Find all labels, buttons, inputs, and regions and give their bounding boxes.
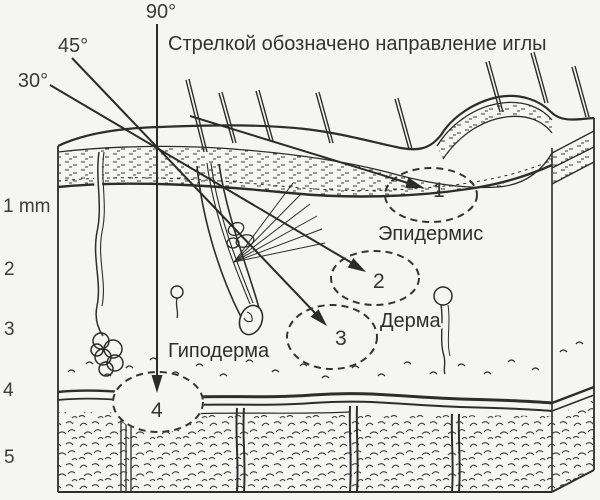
zone-3-number: 3	[335, 327, 347, 350]
ruler-mark-3: 3	[4, 319, 15, 340]
skin-block-illustration	[57, 51, 595, 493]
zone-4-ellipse	[112, 371, 204, 433]
needle-arrows	[49, 24, 424, 393]
dermis-label: Дерма	[380, 310, 442, 332]
layer-labels: Эпидермис Дерма Гиподерма	[166, 221, 485, 364]
needle-shallow-arrow	[189, 115, 424, 188]
angle-label-90: 90°	[146, 1, 176, 23]
ruler-mark-4: 4	[3, 380, 14, 401]
hair-follicle	[185, 78, 326, 336]
needle-45-arrow	[71, 57, 327, 326]
ruler-mark-2: 2	[4, 259, 15, 280]
zone-4-number: 4	[151, 399, 163, 422]
ruler-mark-5: 5	[4, 447, 15, 468]
skin-surface	[57, 94, 595, 160]
epidermis-band	[57, 145, 553, 198]
angle-label-45: 45°	[58, 35, 88, 57]
side-face-epidermis	[551, 130, 595, 185]
hairs	[218, 51, 590, 150]
hypodermis-label: Гиподерма	[168, 340, 270, 362]
hypodermis-fat	[58, 400, 594, 492]
zone-2-ellipse	[330, 250, 420, 306]
dermis-hypodermis-boundary	[67, 341, 584, 379]
note-text: Стрелкой обозначено направление иглы	[168, 33, 547, 55]
zone-3-ellipse	[286, 304, 378, 370]
angle-labels: 90° 45° 30°	[18, 1, 176, 92]
zone-1-number: 1	[433, 179, 445, 202]
zone-4-clearing	[112, 371, 204, 433]
injection-zones: 1 2 3 4	[112, 167, 478, 433]
dermal-structures	[170, 285, 453, 375]
zone-1-ellipse	[384, 167, 478, 223]
depth-ruler: 1 mm 2 3 4 5	[3, 196, 51, 468]
sweat-gland	[90, 151, 124, 377]
ruler-unit-label: 1 mm	[3, 196, 51, 217]
needle-90-arrow	[151, 24, 163, 393]
epidermis-label: Эпидермис	[378, 223, 483, 245]
angle-label-30: 30°	[18, 70, 48, 92]
vessels	[57, 385, 595, 492]
needle-30-arrow	[49, 84, 366, 272]
zone-2-number: 2	[373, 270, 385, 293]
